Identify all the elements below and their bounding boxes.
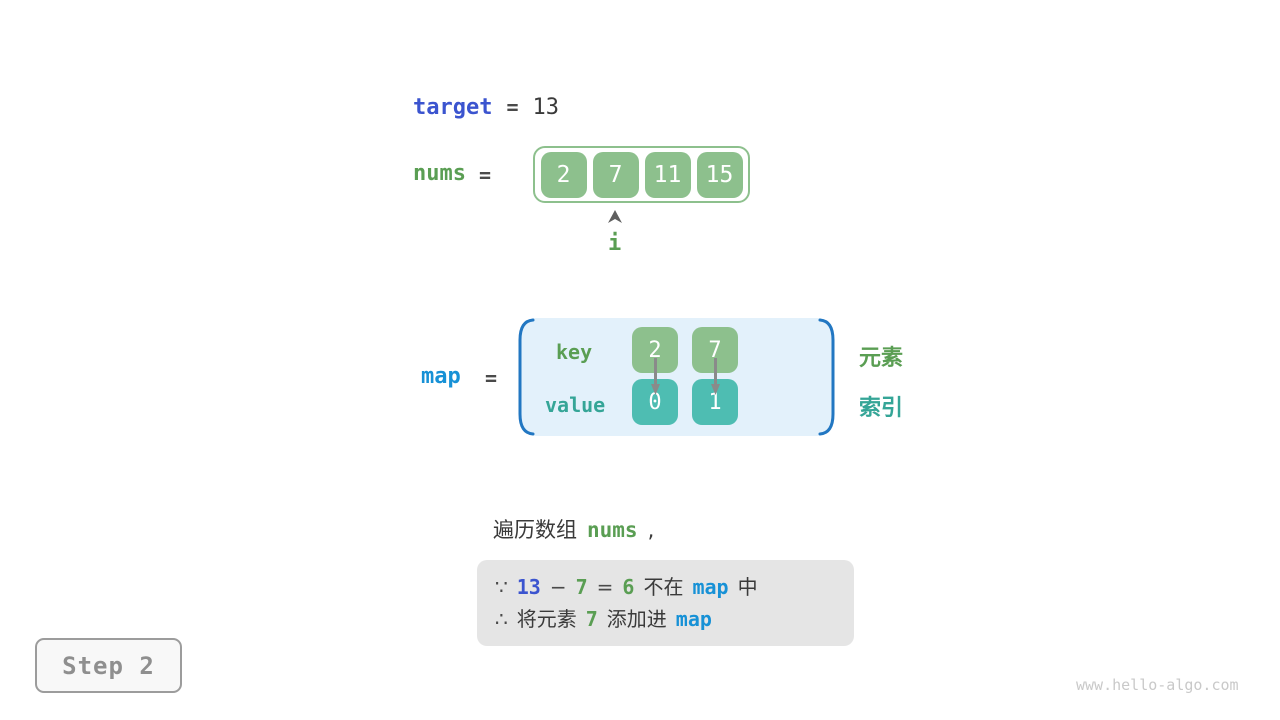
because-symbol: ∵ (495, 575, 508, 599)
caption-text: 遍历数组 (493, 518, 577, 542)
note-element-value: 7 (585, 607, 598, 631)
note-not-in-text: 不在 (643, 575, 684, 599)
caption-nums-ref: nums (587, 518, 638, 542)
map-label: map (421, 364, 461, 389)
array-cell: 7 (592, 151, 639, 198)
key-row-label: key (556, 340, 593, 364)
index-row-label: 索引 (859, 396, 904, 421)
minus-sign: − (549, 575, 567, 599)
index-pointer-label: i (608, 231, 622, 256)
note-subtrahend: 7 (575, 575, 588, 599)
note-add-middle-text: 添加进 (606, 607, 667, 631)
target-label: target (413, 95, 493, 120)
map-container: key value 2 7 0 1 (518, 318, 835, 436)
caption-line: 遍历数组 nums , (493, 514, 654, 544)
note-line-1: ∵ 13 − 7 = 6 不在 map 中 (495, 571, 854, 603)
element-row-label: 元素 (859, 346, 904, 371)
nums-array: 2 7 11 15 (533, 146, 750, 203)
right-parenthesis-bracket (818, 318, 835, 436)
caption-comma: , (647, 518, 655, 542)
nums-label: nums (413, 161, 466, 186)
note-difference: 6 (622, 575, 635, 599)
target-value: 13 (532, 95, 560, 120)
note-map-ref: map (675, 607, 712, 631)
note-line-2: ∴ 将元素 7 添加进 map (495, 603, 854, 635)
note-minuend: 13 (516, 575, 541, 599)
map-value-cell: 1 (692, 379, 738, 425)
key-to-value-arrow-icon (651, 358, 660, 395)
nums-equals-sign: = (479, 163, 492, 187)
array-cell: 15 (696, 151, 743, 198)
watermark-url: www.hello-algo.com (1076, 676, 1239, 694)
step-badge: Step 2 (35, 638, 182, 693)
reasoning-note-box: ∵ 13 − 7 = 6 不在 map 中 ∴ 将元素 7 添加进 map (477, 560, 854, 646)
array-cell: 11 (644, 151, 691, 198)
note-add-prefix-text: 将元素 (516, 607, 577, 631)
map-value-cell: 0 (632, 379, 678, 425)
value-row-label: value (545, 393, 606, 417)
note-in-text: 中 (737, 575, 758, 599)
target-equals-sign: = (506, 95, 519, 119)
therefore-symbol: ∴ (495, 607, 508, 631)
map-equals-sign: = (485, 366, 498, 390)
note-equals-sign: = (596, 575, 614, 599)
key-to-value-arrow-icon (711, 358, 720, 395)
left-parenthesis-bracket (518, 318, 535, 436)
target-row: target = 13 (413, 95, 559, 120)
array-cell: 2 (540, 151, 587, 198)
index-pointer-icon (608, 210, 622, 223)
note-map-ref: map (692, 575, 729, 599)
step-badge-label: Step 2 (62, 651, 155, 680)
